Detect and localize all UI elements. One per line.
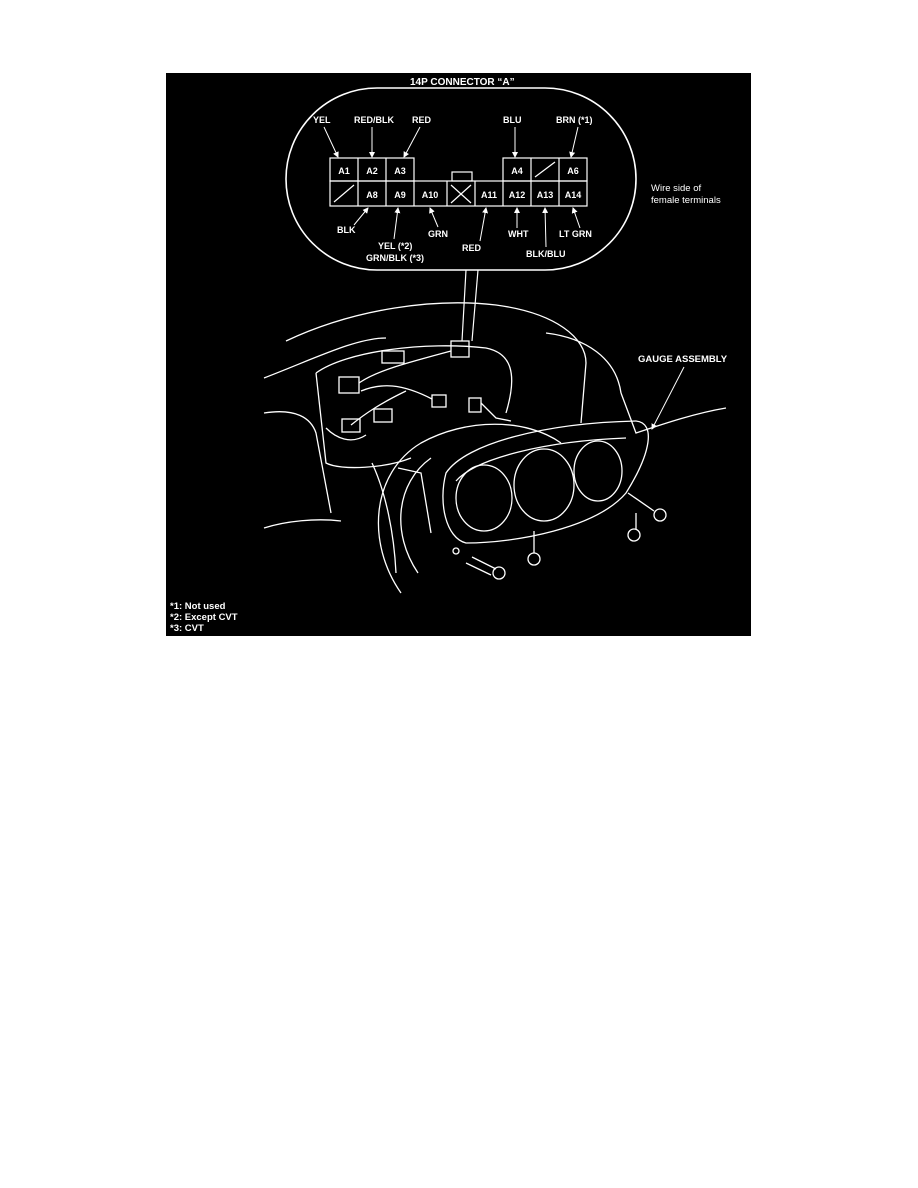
terminal-a1: A1 — [338, 166, 350, 176]
wire-label-blu: BLU — [503, 115, 522, 125]
terminal-a4: A4 — [511, 166, 523, 176]
terminal-a8: A8 — [366, 190, 378, 200]
terminal-a12: A12 — [509, 190, 526, 200]
wire-label-red-top: RED — [412, 115, 432, 125]
terminal-a14: A14 — [565, 190, 582, 200]
wiring-diagram-figure: 14P CONNECTOR “A” — [166, 73, 751, 636]
terminal-a13: A13 — [537, 190, 554, 200]
wire-label-blk-blu: BLK/BLU — [526, 249, 566, 259]
terminal-a11: A11 — [481, 190, 497, 200]
wire-label-brn: BRN (*1) — [556, 115, 593, 125]
bottom-leader-arrows — [353, 207, 581, 248]
gauge-assembly-leader — [651, 366, 685, 430]
terminal-a3: A3 — [394, 166, 406, 176]
diagram-drawing: 14P CONNECTOR “A” — [263, 77, 728, 594]
wire-side-note-line1: Wire side of — [651, 183, 702, 194]
terminal-a9: A9 — [394, 190, 406, 200]
wire-label-lt-grn: LT GRN — [559, 229, 592, 239]
wire-label-wht: WHT — [508, 229, 529, 239]
wire-label-grn: GRN — [428, 229, 448, 239]
connector-14p — [329, 157, 588, 207]
wire-label-red-blk: RED/BLK — [354, 115, 394, 125]
footnote-3: *3: CVT — [170, 623, 204, 634]
terminal-a10: A10 — [422, 190, 439, 200]
footnote-1: *1: Not used — [170, 601, 226, 612]
footnote-2: *2: Except CVT — [170, 612, 238, 623]
wire-label-grn-blk: GRN/BLK (*3) — [366, 253, 424, 263]
terminal-a6: A6 — [567, 166, 579, 176]
callout-tail — [461, 269, 479, 342]
wire-label-red-bottom: RED — [462, 243, 482, 253]
footnotes: *1: Not used *2: Except CVT *3: CVT — [170, 601, 238, 634]
wire-label-yel: YEL — [313, 115, 331, 125]
gauge-assembly-label: GAUGE ASSEMBLY — [638, 354, 728, 365]
top-leader-arrows — [323, 126, 579, 158]
dashboard-illustration — [263, 302, 727, 594]
wire-side-note-line2: female terminals — [651, 195, 721, 206]
wire-label-blk: BLK — [337, 225, 356, 235]
wire-label-yel-2: YEL (*2) — [378, 241, 412, 251]
connector-enclosure — [285, 87, 637, 271]
connector-title: 14P CONNECTOR “A” — [410, 77, 515, 88]
terminal-a2: A2 — [366, 166, 378, 176]
